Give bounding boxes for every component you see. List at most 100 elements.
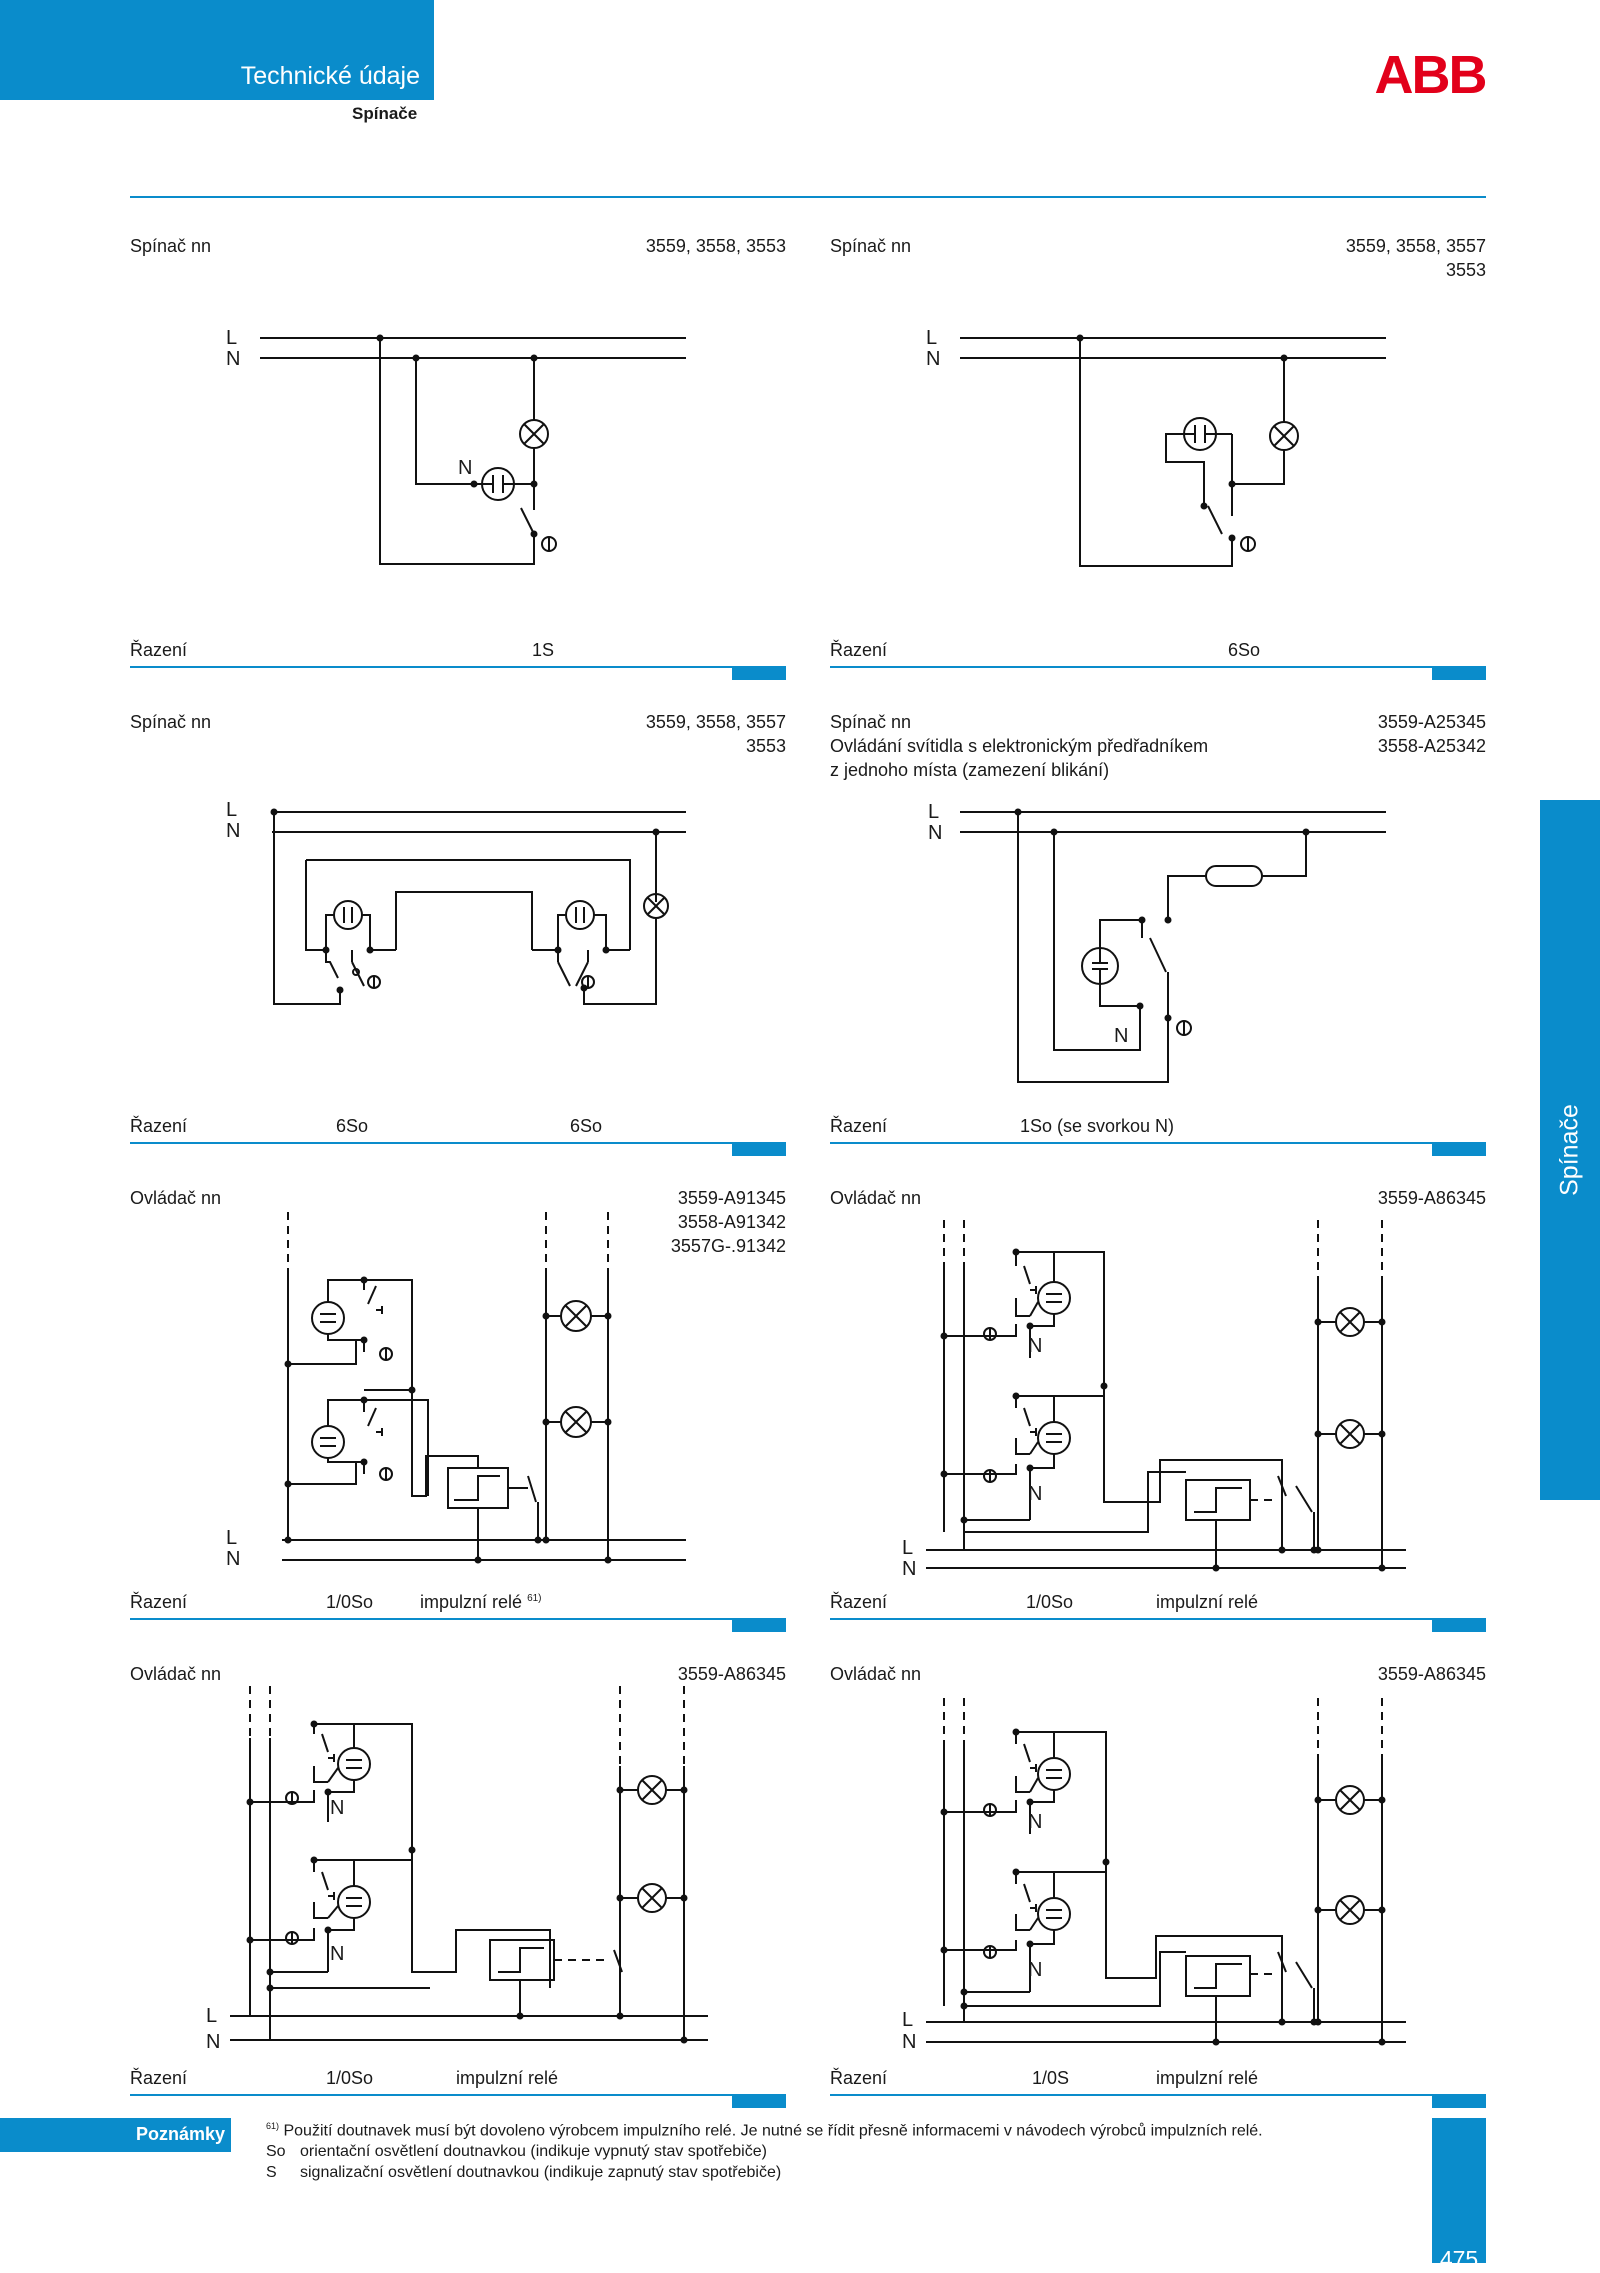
- razeni-label: Řazení: [130, 640, 188, 660]
- notes-tab-label: Poznámky: [135, 2124, 225, 2144]
- razeni-rule: [130, 1618, 786, 1620]
- svg-text:L: L: [902, 2009, 913, 2031]
- footnote: 61) Použití doutnavek musí být dovoleno …: [266, 2121, 1263, 2140]
- top-rule: [130, 196, 1486, 198]
- razeni-rule: [830, 2094, 1486, 2096]
- wiring-diagram: L N: [226, 799, 686, 1005]
- wiring-diagram: L N N: [226, 327, 686, 565]
- razeni-rule: [130, 666, 786, 668]
- razeni-marker: [732, 667, 786, 680]
- razeni-value: 1S: [532, 640, 555, 660]
- wiring-diagram: L N: [226, 1212, 686, 1570]
- panel-title: Ovládač nn: [830, 1664, 922, 1684]
- svg-text:L: L: [902, 1537, 913, 1559]
- razeni-label: Řazení: [130, 2068, 188, 2088]
- panel-title: Ovládač nn: [130, 1664, 222, 1684]
- razeni-rule: [130, 1142, 786, 1144]
- page-subtitle: Spínače: [352, 104, 418, 123]
- svg-text:N: N: [226, 1548, 240, 1570]
- diagram-panel-7: Ovládač nn 3559-A86345 L N N: [130, 1662, 786, 2132]
- page-number: 475: [1439, 2246, 1479, 2272]
- razeni-marker: [1432, 667, 1486, 680]
- razeni-value: 6So: [1228, 640, 1261, 660]
- razeni-label: Řazení: [830, 1592, 888, 1612]
- svg-text:N: N: [226, 348, 240, 370]
- svg-text:N: N: [226, 820, 240, 842]
- svg-text:N: N: [928, 822, 942, 844]
- razeni-rule: [830, 1142, 1486, 1144]
- razeni-marker: [732, 1619, 786, 1632]
- svg-text:L: L: [226, 799, 237, 821]
- svg-text:N: N: [1114, 1025, 1128, 1047]
- razeni-label: Řazení: [830, 640, 888, 660]
- panel-title: Spínač nn: [130, 236, 212, 256]
- panel-title: Spínač nn: [830, 236, 912, 256]
- razeni-value: 6So: [570, 1116, 603, 1136]
- razeni-value: 1/0So: [326, 1592, 374, 1612]
- wiring-diagram: L N: [926, 327, 1386, 567]
- svg-text:L: L: [928, 801, 939, 823]
- side-tab-label-wrap: Spínače: [1540, 800, 1600, 1500]
- header-band: Technické údaje: [0, 0, 434, 100]
- wiring-diagram: L N N: [902, 1220, 1406, 1580]
- panel-title: Spínač nn: [130, 712, 212, 732]
- panel-codes: 3559-A86345: [1377, 1188, 1486, 1208]
- notes-block: 61) Použití doutnavek musí být dovoleno …: [266, 2116, 1263, 2183]
- razeni-value: 6So: [336, 1116, 369, 1136]
- panel-codes: 3559, 3558, 3553: [645, 236, 786, 256]
- diagram-panel-1: Spínač nn 3559, 3558, 3553 L N N Řazení …: [130, 234, 786, 704]
- svg-text:N: N: [330, 1797, 344, 1819]
- panel-title: Ovládač nn: [130, 1188, 222, 1208]
- razeni-marker: [732, 2095, 786, 2108]
- diagram-panel-6: Ovládač nn 3559-A86345 L N N: [830, 1186, 1486, 1656]
- razeni-marker: [1432, 1619, 1486, 1632]
- abb-logo: ABB: [1375, 48, 1488, 100]
- svg-text:N: N: [206, 2031, 220, 2053]
- razeni-label: Řazení: [130, 1116, 188, 1136]
- razeni-value: 1So (se svorkou N): [1020, 1116, 1175, 1136]
- svg-text:N: N: [902, 1558, 916, 1580]
- razeni-value: 1/0So: [326, 2068, 374, 2088]
- notes-tab: Poznámky: [0, 2118, 231, 2152]
- panel-title: Ovládač nn: [830, 1188, 922, 1208]
- svg-text:L: L: [226, 1527, 237, 1549]
- svg-text:N: N: [1028, 1335, 1042, 1357]
- razeni-marker: [732, 1143, 786, 1156]
- panel-codes: 3559-A86345: [677, 1664, 786, 1684]
- razeni-value: 1/0So: [1026, 1592, 1074, 1612]
- razeni-marker: [1432, 2095, 1486, 2108]
- side-tab-label: Spínače: [1555, 1104, 1584, 1196]
- razeni-label: Řazení: [830, 1116, 888, 1136]
- razeni-value: impulzní relé: [1156, 1592, 1259, 1612]
- razeni-label: Řazení: [130, 1592, 188, 1612]
- svg-text:L: L: [226, 327, 237, 349]
- wiring-diagram: L N N: [206, 1686, 708, 2053]
- panel-codes: 3559-A86345: [1377, 1664, 1486, 1684]
- svg-text:N: N: [1028, 1811, 1042, 1833]
- razeni-label: Řazení: [830, 2068, 888, 2088]
- abb-logo-text: ABB: [1375, 48, 1486, 100]
- wiring-diagram: L N N: [928, 801, 1386, 1083]
- razeni-rule: [830, 666, 1486, 668]
- svg-text:N: N: [902, 2031, 916, 2053]
- svg-text:N: N: [1028, 1959, 1042, 1981]
- diagram-panel-8: Ovládač nn 3559-A86345 L N N: [830, 1662, 1486, 2132]
- svg-text:N: N: [458, 457, 472, 479]
- svg-text:N: N: [330, 1943, 344, 1965]
- side-tab: [1540, 800, 1600, 1500]
- svg-text:L: L: [926, 327, 937, 349]
- razeni-value: impulzní relé: [456, 2068, 559, 2088]
- razeni-value: 1/0S: [1032, 2068, 1070, 2088]
- svg-text:N: N: [926, 348, 940, 370]
- razeni-rule: [130, 2094, 786, 2096]
